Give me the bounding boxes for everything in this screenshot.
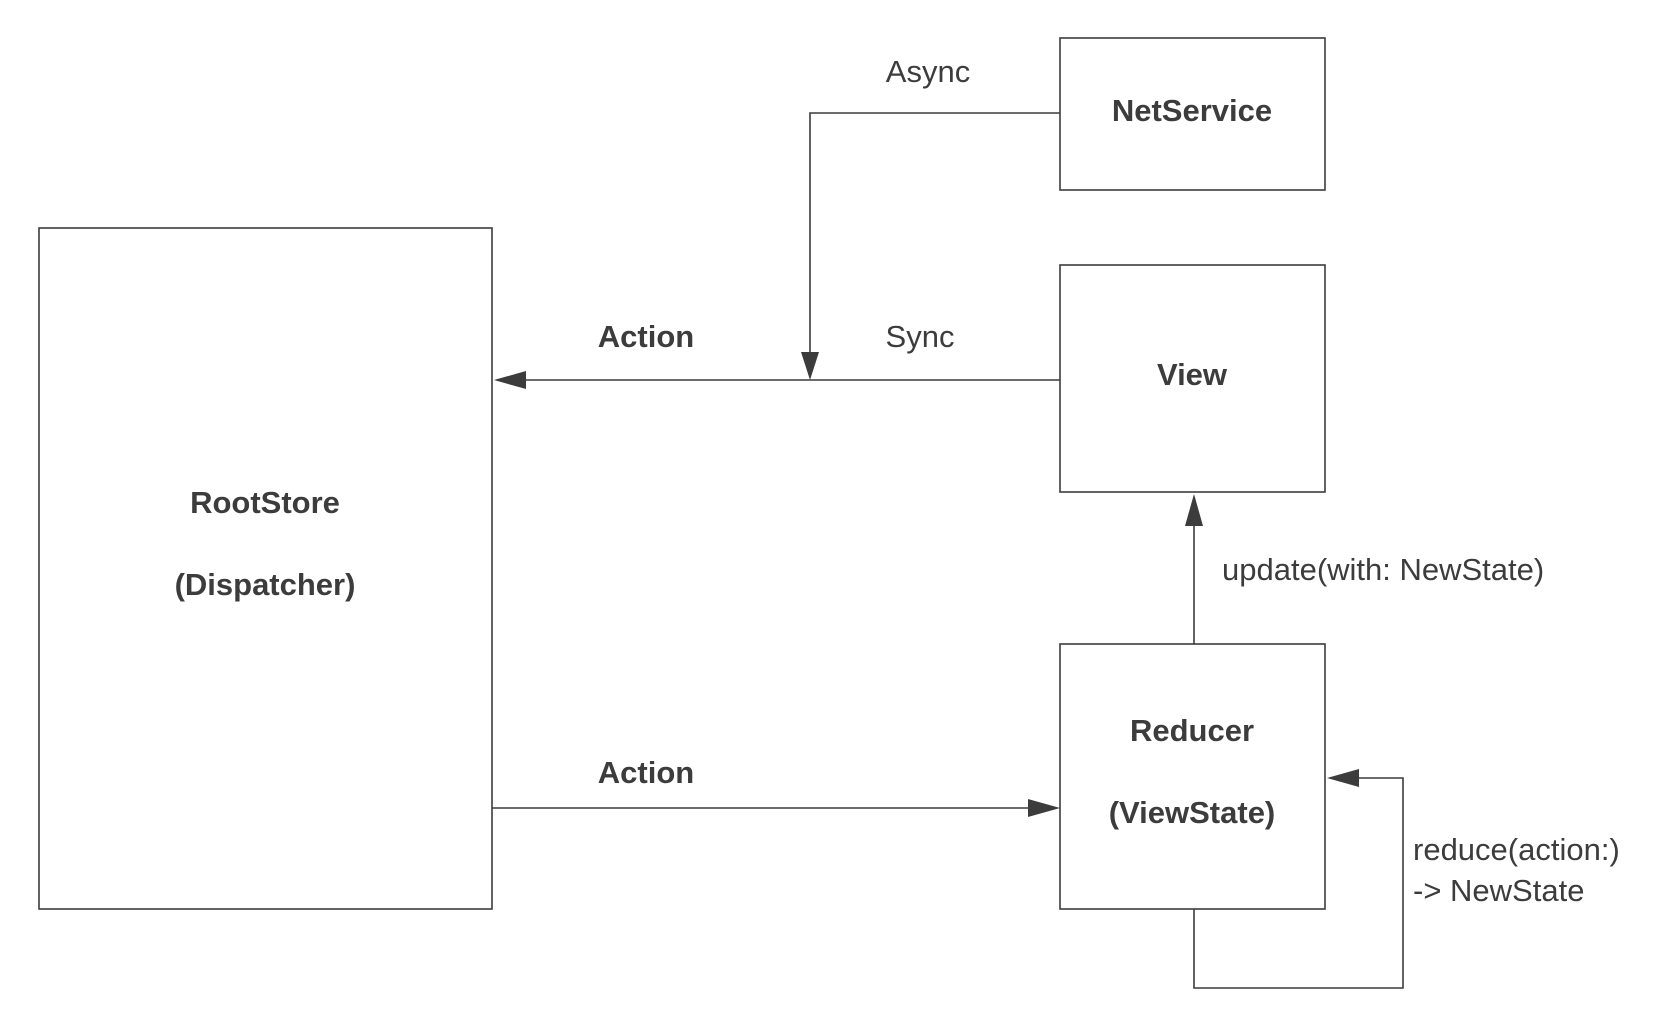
netservice-title: NetService bbox=[1112, 93, 1272, 128]
action-top-arrowhead bbox=[494, 371, 526, 389]
view-title: View bbox=[1157, 357, 1228, 392]
async-label: Async bbox=[886, 54, 970, 89]
action-top-edge: Sync Action bbox=[494, 319, 1060, 389]
action-bottom-edge: Action bbox=[492, 755, 1060, 817]
reducer-box bbox=[1059, 643, 1326, 910]
reducer-subtitle: (ViewState) bbox=[1109, 795, 1276, 830]
async-edge: Async bbox=[801, 54, 1060, 380]
rootstore-box bbox=[38, 227, 493, 910]
reduce-label-line1: reduce(action:) bbox=[1413, 832, 1620, 867]
update-label: update(with: NewState) bbox=[1222, 552, 1544, 587]
action-bottom-arrowhead bbox=[1028, 799, 1060, 817]
action-bottom-label: Action bbox=[598, 755, 694, 790]
async-arrowhead bbox=[801, 352, 819, 380]
update-arrowhead bbox=[1185, 494, 1203, 526]
rootstore-subtitle: (Dispatcher) bbox=[175, 567, 356, 602]
rootstore-node: RootStore (Dispatcher) bbox=[38, 227, 493, 910]
reducer-title: Reducer bbox=[1130, 713, 1254, 748]
action-top-label: Action bbox=[598, 319, 694, 354]
async-line bbox=[809, 112, 1060, 354]
netservice-node: NetService bbox=[1059, 37, 1326, 191]
reduce-edge: reduce(action:) -> NewState bbox=[1193, 769, 1620, 989]
view-node: View bbox=[1059, 264, 1326, 493]
rootstore-title: RootStore bbox=[190, 485, 340, 520]
reduce-loop-line bbox=[1193, 777, 1404, 989]
netservice-box bbox=[1059, 37, 1326, 191]
sync-label: Sync bbox=[886, 319, 955, 354]
reducer-node: Reducer (ViewState) bbox=[1059, 643, 1326, 910]
update-edge: update(with: NewState) bbox=[1185, 494, 1544, 644]
view-box bbox=[1059, 264, 1326, 493]
reduce-label-line2: -> NewState bbox=[1413, 873, 1584, 908]
reduce-arrowhead bbox=[1327, 769, 1359, 787]
